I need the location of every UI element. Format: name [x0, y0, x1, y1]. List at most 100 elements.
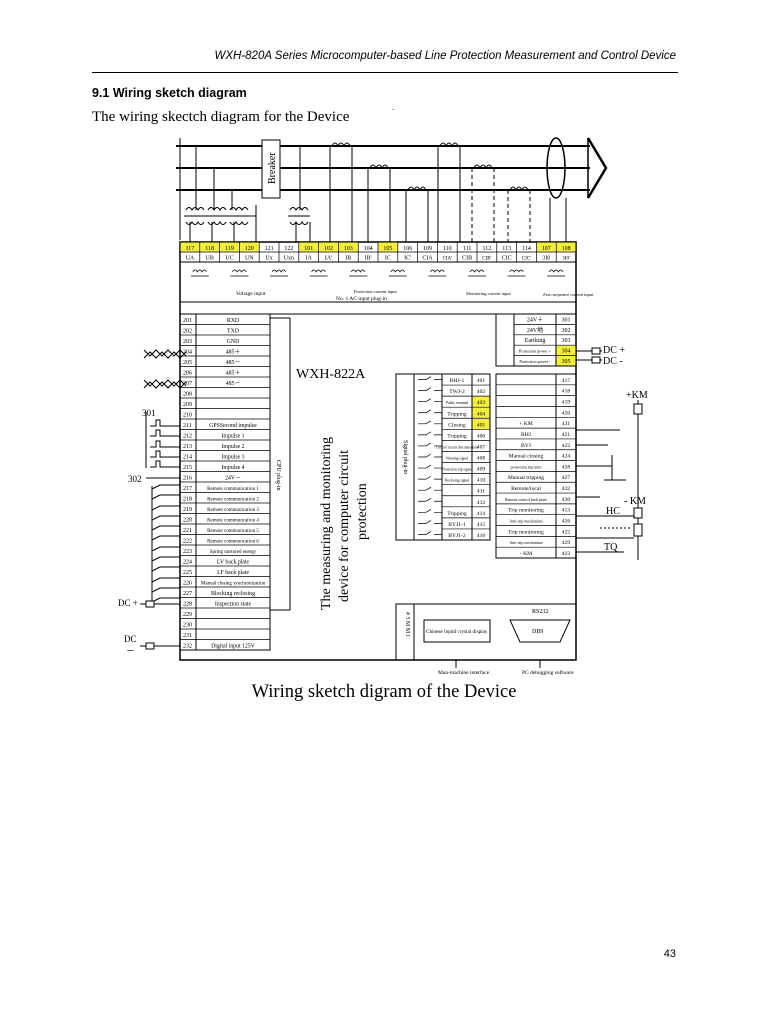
relay-contact-icon [418, 420, 442, 425]
cpu-terminal-name: Remote communication 3 [207, 508, 259, 513]
ac-terminal-highlight [556, 242, 576, 252]
operation-terminal-number: 424 [562, 454, 571, 460]
cpu-terminal-name: Impulse 3 [221, 454, 244, 460]
ac-terminal-number: 104 [364, 246, 373, 252]
operation-terminal-number: 413 [562, 508, 571, 514]
hmi-label: # 5 M M I [404, 612, 410, 637]
operation-terminal-number: 418 [562, 389, 571, 395]
operation-terminal-name: Trip monitoring [508, 508, 544, 514]
ac-input-coil-icon [430, 269, 445, 273]
ac-terminal-number: 105 [383, 246, 392, 252]
ac-terminal-number: 118 [205, 246, 214, 252]
relay-contact-icon [418, 387, 442, 391]
lcd-display-label: Chinese liquid crystal display [426, 629, 488, 635]
signal-terminal-number: 408 [477, 456, 486, 462]
operation-terminal-number: 421 [562, 432, 571, 438]
ac-input-coil-icon [469, 269, 485, 273]
km-plus-label: +KM [626, 390, 648, 401]
ac-terminal-highlight [299, 242, 319, 252]
ac-terminal-name: 3I0 [542, 256, 550, 262]
cpu-terminal-name: Spring unstored energy [210, 550, 257, 555]
cpu-terminal-number: 223 [183, 549, 192, 555]
signal-relay-name: BHJ-1 [450, 378, 465, 384]
operation-terminal-number: 426 [562, 519, 571, 525]
signal-terminal-highlight [472, 418, 490, 429]
operation-terminal-name: Remote control back plate [505, 497, 547, 502]
signal-terminal-number: 410 [477, 478, 486, 484]
signal-relay-name: Protection trip signal [442, 468, 472, 472]
power-terminal-number: 305 [562, 359, 571, 365]
cpu-terminal-name: Impulse 4 [221, 465, 244, 471]
ac-terminal-number: 121 [265, 246, 274, 252]
relay-contact-icon [418, 453, 442, 458]
signal-relay-name: Tripping [447, 411, 467, 417]
cpu-terminal-name: 485＋ [226, 369, 241, 376]
ac-terminal-number: 102 [324, 246, 333, 252]
stray-dot: . [392, 103, 394, 112]
power-terminal-name: 24V地 [527, 326, 543, 334]
relay-contact-icon [418, 531, 442, 535]
power-terminal-highlight [556, 345, 576, 356]
cpu-plugin-label: CPU plug-in [275, 460, 281, 491]
operation-terminal-number: 430 [562, 497, 571, 503]
man-machine-label: Man-machine interface [438, 669, 490, 676]
power-terminal-name: Protection power + [519, 349, 552, 354]
cpu-terminal-name: LF back plate [217, 570, 249, 576]
ac-input-coil-icon [548, 269, 564, 273]
power-terminal-number: 303 [562, 338, 571, 344]
cpu-terminal-number: 212 [183, 433, 192, 439]
relay-contact-icon [418, 442, 442, 447]
ac-terminal-name: Uxn [284, 256, 294, 262]
header-rule [92, 72, 678, 73]
power-terminal-name: Earthing [525, 338, 546, 344]
ac-terminal-number: 107 [542, 246, 551, 252]
ac-terminal-highlight [180, 242, 200, 252]
relay-contact-icon [418, 475, 442, 480]
operation-terminal-name: + KM [519, 421, 533, 427]
relay-contact-icon [418, 431, 442, 436]
figure-caption: Wiring sketch digram of the Device [251, 682, 517, 702]
operation-terminal-name: Trip monitoring [508, 529, 544, 535]
cpu-terminal-name: Remote communication 5 [207, 529, 259, 534]
ac-terminal-number: 106 [403, 246, 412, 252]
signal-relay-name: Public terminal [446, 401, 468, 405]
signal-terminal-number: 409 [477, 467, 486, 473]
signal-relay-name: Tripping [447, 511, 467, 517]
cpu-terminal-number: 228 [183, 601, 192, 607]
cpu-terminal-name: Impulse 2 [221, 444, 244, 450]
operation-terminal-name: Manual tripping [508, 475, 544, 481]
ac-group-protection: Protection current input [354, 289, 397, 294]
dc-minus-right-label: DC - [603, 356, 623, 367]
signal-relay-name: Control circuit disconnection [436, 445, 478, 449]
cpu-terminal-number: 232 [183, 643, 192, 649]
relay-contact-icon [418, 497, 442, 502]
device-description-line-1: The measuring and monitoring [319, 437, 334, 610]
km-minus-label: - KM [624, 496, 646, 507]
operation-terminal-number: 423 [562, 551, 571, 557]
relay-contact-icon [418, 486, 442, 491]
ac-terminal-name: UB [206, 256, 214, 262]
cpu-terminal-number: 205 [183, 360, 192, 366]
operation-terminal-name: Remote/local [511, 486, 541, 492]
relay-contact-icon [418, 509, 442, 513]
ac-group-zero: Zero sequence current input [543, 292, 594, 297]
signal-terminal-number: 402 [477, 389, 486, 395]
operation-terminal-number: 432 [562, 486, 571, 492]
ac-terminal-name: IB' [365, 256, 372, 262]
operation-terminal-number: 417 [562, 378, 571, 384]
signal-terminal-number: 411 [477, 489, 485, 495]
cpu-terminal-number: 225 [183, 570, 192, 576]
operation-terminal-number: 431 [562, 421, 571, 427]
signal-terminal-number: 404 [477, 411, 486, 417]
ac-terminal-number: 110 [443, 246, 452, 252]
signal-plugin-label: Signal plug-in [402, 440, 408, 474]
ac-terminal-name: CIA' [443, 257, 453, 262]
cpu-terminal-name: 485－ [226, 360, 241, 366]
ac-terminal-name: CIC [502, 256, 512, 262]
ac-terminal-name: CIC' [522, 257, 531, 262]
cpu-terminal-name: 485－ [226, 381, 241, 387]
cpu-terminal-number: 214 [183, 454, 192, 460]
cpu-terminal-number: 206 [183, 370, 192, 376]
cpu-terminal-number: 203 [183, 339, 192, 345]
cpu-terminal-number: 229 [183, 612, 192, 618]
